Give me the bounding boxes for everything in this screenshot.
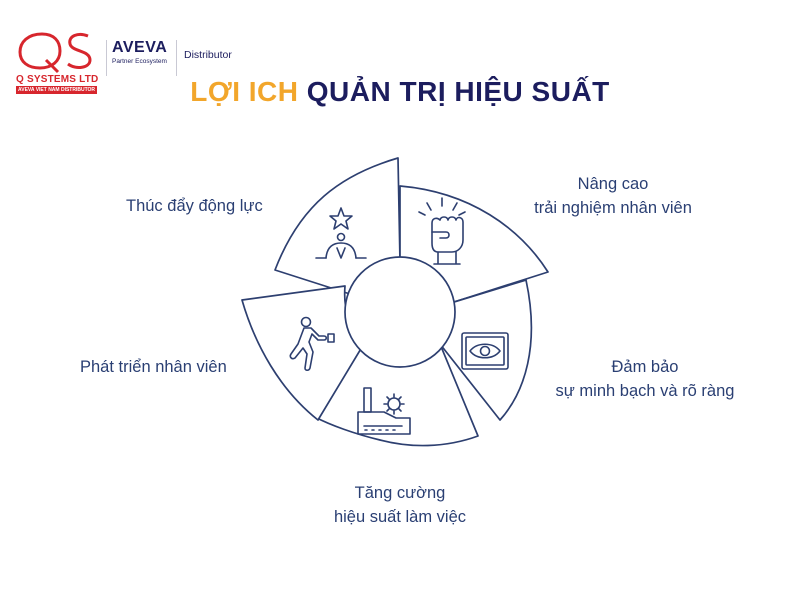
eye-frame-icon — [461, 332, 509, 370]
label-line: hiệu suất làm việc — [333, 508, 467, 526]
label-line: sự minh bạch và rõ ràng — [555, 382, 735, 400]
qs-logo[interactable]: Q SYSTEMS LTD AVEVA VIET NAM DISTRIBUTOR — [14, 26, 104, 96]
label-line: trải nghiệm nhân viên — [534, 199, 692, 217]
aveva-partner-text: Partner Ecosystem — [112, 58, 167, 65]
factory-gear-icon — [357, 387, 411, 435]
label-transparency: Đảm bảo sự minh bạch và rõ ràng — [525, 355, 765, 403]
center-circle — [344, 256, 456, 368]
aveva-wordmark: AVEVA — [112, 39, 168, 56]
person-star-icon — [315, 207, 367, 259]
distributor-label: Distributor — [184, 49, 232, 61]
title-main: QUẢN TRỊ HIỆU SUẤT — [306, 76, 610, 107]
label-line: Đảm bảo — [611, 358, 679, 376]
label-experience: Nâng cao trải nghiệm nhân viên — [498, 172, 728, 220]
header: Q SYSTEMS LTD AVEVA VIET NAM DISTRIBUTOR… — [0, 0, 800, 130]
label-line: Nâng cao — [577, 175, 649, 193]
qs-monogram-icon — [18, 32, 92, 74]
logo-divider — [106, 40, 107, 76]
label-motivate: Thúc đẩy động lực — [126, 194, 263, 218]
logo-name: Q SYSTEMS LTD — [16, 74, 99, 85]
page-title: LỢI ICH QUẢN TRỊ HIỆU SUẤT — [0, 74, 800, 110]
title-highlight: LỢI ICH — [190, 76, 299, 107]
aveva-divider — [176, 40, 177, 76]
label-development: Phát triển nhân viên — [80, 355, 227, 379]
label-line: Thúc đẩy động lực — [126, 197, 263, 215]
raised-fist-icon — [418, 197, 466, 265]
label-line: Tăng cường — [354, 484, 446, 502]
label-line: Phát triển nhân viên — [80, 358, 227, 376]
logo-subtitle: AVEVA VIET NAM DISTRIBUTOR — [16, 86, 98, 94]
aveva-logo[interactable]: AVEVA Partner Ecosystem — [112, 39, 168, 66]
exercise-person-icon — [289, 316, 335, 372]
label-productivity: Tăng cường hiệu suất làm việc — [290, 481, 510, 529]
